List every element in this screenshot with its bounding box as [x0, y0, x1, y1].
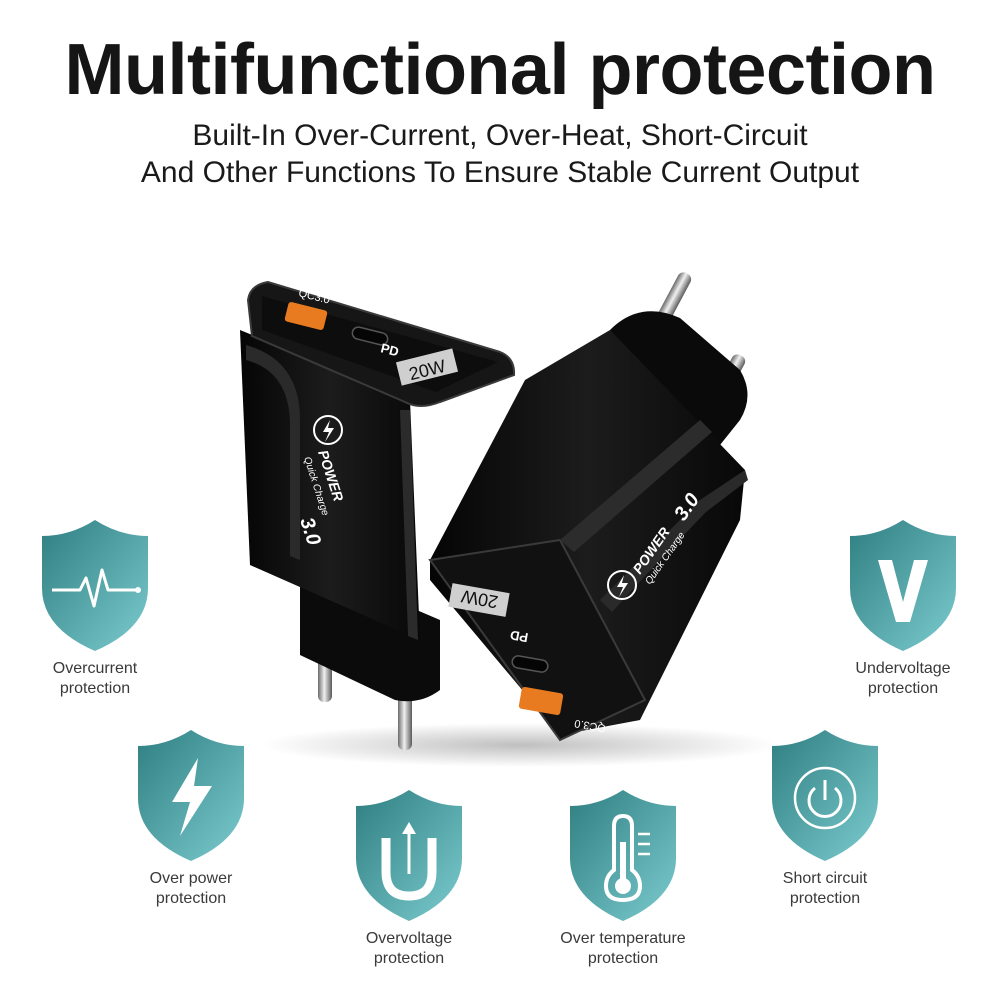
feature-line2: protection [789, 890, 861, 907]
usb-a-port-right [518, 686, 564, 716]
pd-label-right: PD [509, 627, 529, 645]
side-highlight-left [246, 345, 300, 560]
heartbeat-icon [42, 520, 148, 651]
feature-undervoltage: Undervoltage protection [828, 518, 978, 699]
feature-line1: Overcurrent [52, 660, 138, 677]
edge-highlight-right [560, 420, 712, 552]
subtitle-line-1: Built-In Over-Current, Over-Heat, Short-… [192, 119, 808, 152]
lightning-logo-left [313, 415, 343, 445]
lightning-logo-right [607, 570, 637, 600]
watt-badge-right [448, 583, 510, 617]
charger-left-side [240, 330, 420, 640]
feature-over-temperature: Over temperature protection [548, 788, 698, 969]
feature-line1: Over temperature [560, 930, 686, 947]
lightning-icon [138, 730, 244, 861]
feature-line2: protection [587, 950, 659, 967]
subtitle-line-2: And Other Functions To Ensure Stable Cur… [140, 156, 860, 189]
plug-pin-left-b [398, 688, 412, 750]
side-highlight-right [600, 470, 748, 612]
usb-a-port-left [284, 302, 328, 330]
u-arrow-icon [356, 790, 462, 921]
pd-label-left: PD [379, 340, 400, 359]
feature-line1: Short circuit [782, 870, 868, 887]
feature-line2: protection [155, 890, 227, 907]
feature-overvoltage: Overvoltage protection [334, 788, 484, 969]
feature-line2: protection [59, 680, 131, 697]
edge-highlight-left [400, 410, 418, 640]
feature-overcurrent: Overcurrent protection [20, 518, 170, 699]
feature-line2: protection [867, 680, 939, 697]
feature-line1: Undervoltage [855, 660, 951, 677]
floor-shadow [260, 723, 780, 767]
usb-c-port-right [511, 655, 549, 673]
feature-line1: Overvoltage [365, 930, 453, 947]
power-icon [772, 730, 878, 861]
thermometer-icon [570, 790, 676, 921]
page-title: Multifunctional protection [64, 30, 936, 110]
watt-badge-left [395, 348, 459, 386]
qc-label-right: QC3.0 [574, 717, 607, 734]
feature-short-circuit: Short circuit protection [750, 728, 900, 909]
v-letter-icon [850, 520, 956, 651]
charger-left: QC3.0 PD 20W POWER Quick Charge 3.0 [240, 280, 516, 750]
plug-base-right [600, 311, 748, 470]
feature-line2: protection [373, 950, 445, 967]
charger-right: 20W PD QC3.0 POWER Quick Charge 3.0 [428, 272, 748, 742]
feature-over-power: Over power protection [116, 728, 266, 909]
feature-line1: Over power [149, 870, 233, 887]
usb-c-port-left [351, 326, 389, 346]
